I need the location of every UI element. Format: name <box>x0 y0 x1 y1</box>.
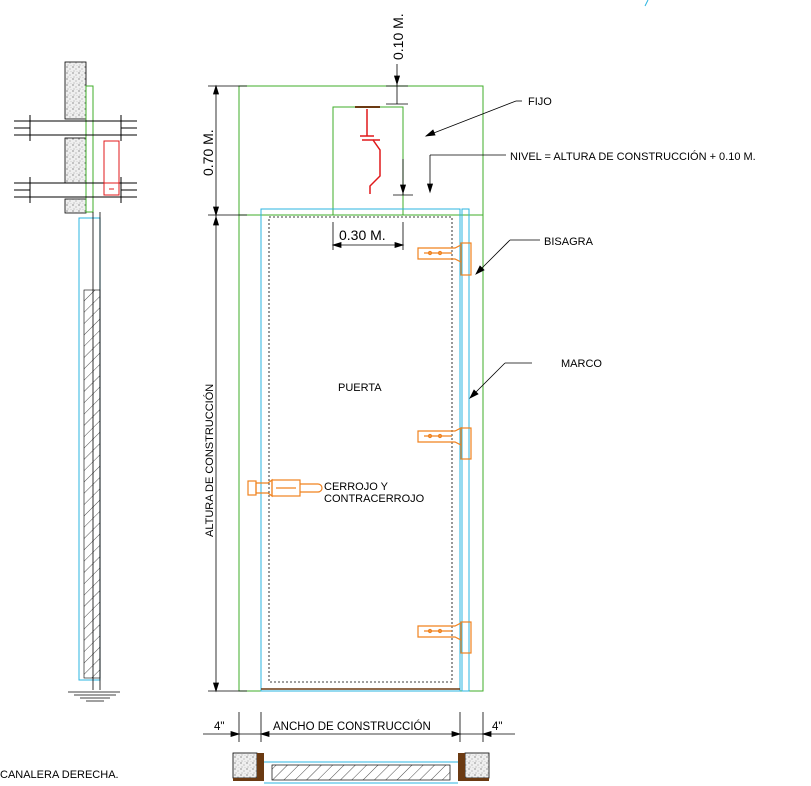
latch-bolt-red <box>360 109 381 194</box>
dim-0-10-label: 0.10 M. <box>390 13 406 60</box>
label-bisagra: BISAGRA <box>544 236 594 248</box>
beam-upper <box>14 115 137 141</box>
label-cerrojo-1: CERROJO Y <box>324 481 389 493</box>
label-nivel: NIVEL = ALTURA DE CONSTRUCCIÓN + 0.10 M. <box>510 150 756 163</box>
door-leaf <box>260 208 461 692</box>
plan-detail <box>232 752 490 784</box>
section-view <box>14 61 137 702</box>
dim-4-left: 4" <box>214 721 224 733</box>
dimension-lines <box>203 64 515 742</box>
latch-section <box>103 140 120 196</box>
wall-plan-right <box>464 752 490 779</box>
hinge-middle <box>417 427 472 460</box>
label-cerrojo-2: CONTRACERROJO <box>324 493 425 505</box>
dim-0-70-label: 0.70 M. <box>200 129 216 176</box>
door-core-hatch <box>83 289 101 679</box>
door-frame <box>461 208 470 692</box>
label-marco: MARCO <box>561 358 602 370</box>
label-ancho: ANCHO DE CONSTRUCCIÓN <box>273 720 431 733</box>
label-canalera: CANALERA DERECHA. <box>0 769 119 781</box>
wall-section-low <box>64 198 87 214</box>
dim-0-30-label: 0.30 M. <box>339 227 386 243</box>
fixed-panel-section <box>85 85 94 213</box>
wall-plan-left <box>232 752 258 779</box>
hinge-bottom <box>417 621 472 654</box>
dim-4-right: 4" <box>492 721 502 733</box>
fixed-panel <box>332 106 404 216</box>
label-fijo: FIJO <box>528 96 552 108</box>
hinges <box>417 242 472 654</box>
door-plan-hatch <box>271 764 451 781</box>
wall-section-mid <box>64 137 87 184</box>
wall-section-top <box>64 61 87 120</box>
door-inner-dotted <box>268 216 453 683</box>
ground-symbol <box>68 691 120 702</box>
latch-cerrojo <box>247 478 323 498</box>
hinge-top <box>417 242 472 276</box>
leader-lines <box>424 100 540 399</box>
label-altura: ALTURA DE CONSTRUCCIÓN <box>203 384 216 537</box>
label-puerta: PUERTA <box>338 382 382 394</box>
